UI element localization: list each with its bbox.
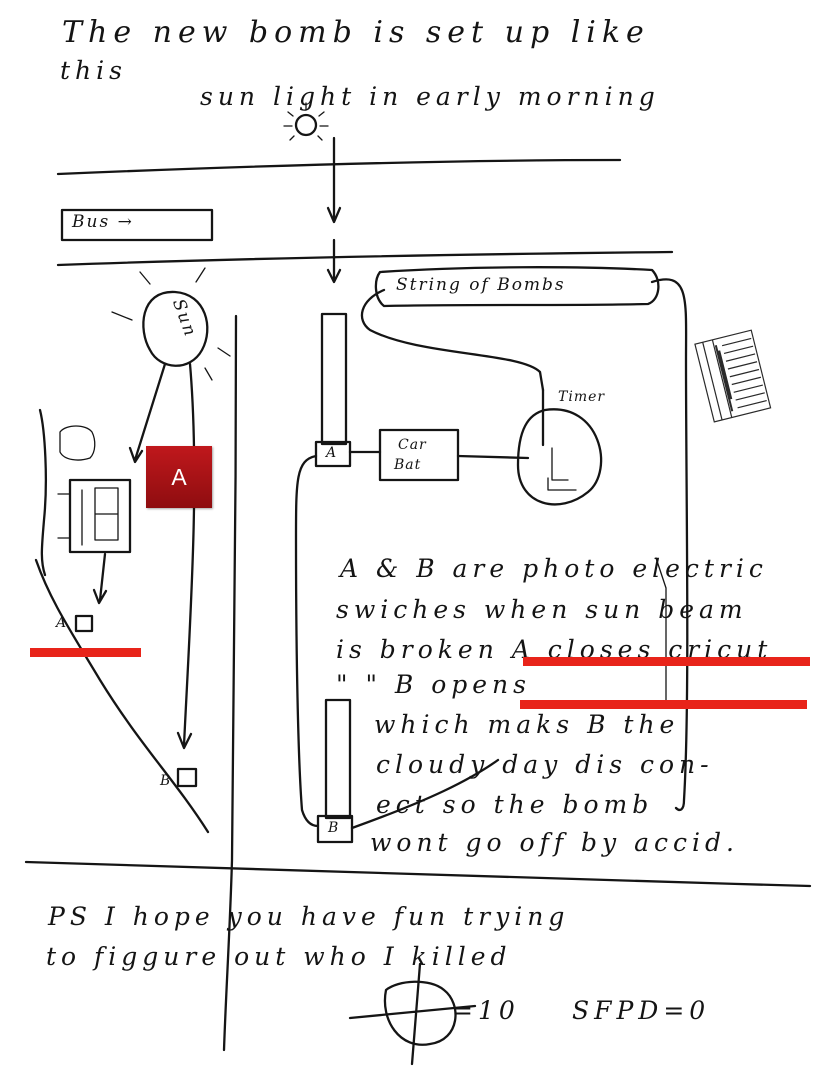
switch-b-label: B	[328, 820, 340, 836]
highlight-bar-b-opens	[520, 700, 807, 709]
switch-b-pillar	[324, 698, 352, 820]
sun-icon	[283, 102, 329, 141]
switch-a-label: A	[326, 445, 338, 461]
explanation-line-7: ect so the bomb	[376, 790, 654, 819]
explanation-line-2: swiches when sun beam	[336, 595, 748, 624]
sun-beam-arrow-mid	[326, 238, 342, 284]
wire-battery-timer	[456, 454, 530, 460]
explanation-line-8: wont go off by accid.	[370, 828, 739, 857]
wire-b-return	[350, 758, 500, 830]
bottom-line	[24, 860, 812, 888]
explanation-line-1: A & B are photo electric	[340, 554, 768, 583]
left-sun-icon	[111, 267, 231, 381]
road-switch-a-box	[74, 614, 94, 633]
street-line-top	[56, 158, 622, 176]
sun-ray-arrow-1	[128, 362, 167, 464]
timer-label: Timer	[558, 389, 606, 405]
ps-line-2: to figgure out who I killed	[46, 942, 512, 971]
car-arrow	[92, 552, 108, 605]
evidence-stamp-icon	[694, 329, 772, 423]
car-battery-line-2: Bat	[394, 457, 422, 473]
explanation-line-5: which maks B the	[374, 710, 680, 739]
wire-bombs-loop	[650, 278, 689, 812]
road-a-label: A	[56, 615, 68, 631]
score-right: SFPD=0	[572, 996, 711, 1025]
wire-bombs-timer	[360, 288, 545, 392]
bus-label: Bus →	[72, 212, 134, 232]
wire-a-to-b	[294, 454, 320, 828]
ps-line-1: PS I hope you have fun trying	[48, 902, 570, 931]
highlight-bar-road-a	[30, 648, 141, 657]
divider-line	[222, 314, 238, 1052]
string-of-bombs-outline	[374, 266, 660, 308]
road-b-label: B	[160, 773, 172, 789]
switch-a-box	[314, 440, 352, 468]
timer-hand-icon	[547, 447, 577, 491]
crossed-circle-symbol-icon	[348, 962, 477, 1066]
letter-line-1: The new bomb is set up like	[62, 15, 650, 50]
letter-line-2: this	[60, 56, 127, 85]
bus-box	[60, 208, 214, 242]
highlight-bar-a-closes	[523, 657, 810, 666]
road-curve	[34, 558, 210, 834]
street-line-bottom	[56, 250, 674, 267]
road-switch-b-box	[176, 767, 198, 788]
score-left: =10	[452, 996, 520, 1025]
car-battery-line-1: Car	[398, 437, 427, 453]
timer-circle	[516, 408, 603, 506]
sun-ray-arrow-2	[176, 362, 196, 750]
sun-caption: sun light in early morning	[200, 82, 660, 111]
callout-badge-a: A	[146, 446, 212, 508]
car-drawing	[38, 408, 132, 577]
explanation-line-4: " " B opens	[336, 670, 531, 699]
string-of-bombs-label: String of Bombs	[396, 275, 566, 295]
explanation-line-6: cloudy day dis con-	[376, 750, 714, 779]
switch-a-pillar	[320, 312, 348, 446]
sun-beam-arrow-top	[326, 136, 342, 224]
